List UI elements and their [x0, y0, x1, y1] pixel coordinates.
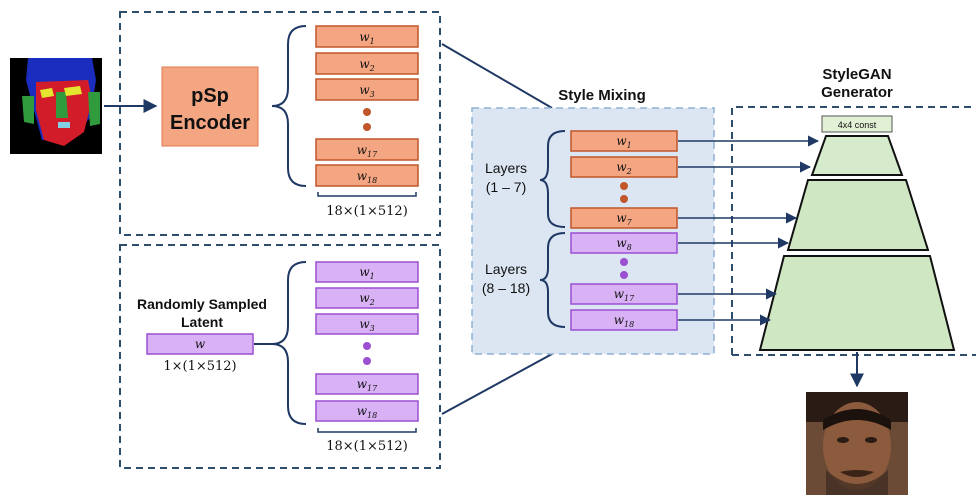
random-stack-dims: 18×(1×512): [326, 439, 408, 454]
latent-w1: w1: [315, 261, 419, 283]
svg-text:w: w: [195, 337, 206, 351]
style-mixing-title: Style Mixing: [558, 87, 646, 104]
mix-latent-w7: w7: [570, 207, 678, 229]
generator-block-1: [810, 135, 904, 176]
mixing-latent-stack: w1 w2 w7 w8 w17 w18: [570, 130, 678, 331]
encoder-stack-dims: 18×(1×512): [326, 204, 408, 219]
layers-a-brace: [539, 130, 566, 228]
svg-text:w1: w1: [359, 30, 374, 46]
ellipsis-dot: [620, 182, 628, 190]
mix-latent-w18: w18: [570, 309, 678, 331]
svg-text:w17: w17: [357, 377, 378, 393]
svg-text:w2: w2: [359, 57, 374, 73]
svg-text:w18: w18: [614, 313, 634, 329]
encoder-stack-dim-bracket: [317, 192, 417, 197]
random-brace: [271, 261, 307, 425]
ellipsis-dot: [363, 357, 371, 365]
generated-face-image: [806, 392, 908, 495]
generator-section-box: [731, 106, 976, 355]
svg-text:w17: w17: [357, 143, 378, 159]
generator-block-3: [758, 255, 956, 351]
layers-group-a-range: (1 – 7): [486, 179, 526, 195]
latent-w2: w2: [315, 52, 419, 75]
svg-text:4x4 const: 4x4 const: [838, 120, 877, 130]
ellipsis-dot: [620, 271, 628, 279]
latent-w18: w18: [315, 400, 419, 422]
encoder-brace: [271, 25, 307, 187]
generator-block-2: [786, 179, 930, 251]
svg-text:w18: w18: [357, 404, 377, 420]
ellipsis-dot: [620, 258, 628, 266]
encoder-latent-stack: w1 w2 w3 w17 w18: [315, 25, 419, 187]
const-input-block: 4x4 const: [821, 115, 893, 133]
latent-w3: w3: [315, 313, 419, 335]
layers-group-b-label: Layers: [485, 261, 527, 277]
generator-title-line1: StyleGAN: [822, 66, 891, 83]
ellipsis-dot: [363, 342, 371, 350]
latent-w3: w3: [315, 78, 419, 101]
svg-text:w8: w8: [616, 236, 631, 252]
latent-w17: w17: [315, 373, 419, 395]
layers-group-a-label: Layers: [485, 160, 527, 176]
random-latent-stack: w1 w2 w3 w17 w18: [315, 261, 419, 422]
svg-text:w18: w18: [357, 169, 377, 185]
ellipsis-dot: [620, 195, 628, 203]
svg-text:w7: w7: [616, 211, 632, 227]
latent-w18: w18: [315, 164, 419, 187]
random-latent-w: w: [146, 333, 254, 355]
ellipsis-dot: [363, 123, 371, 131]
mix-latent-w1: w1: [570, 130, 678, 152]
ellipsis-dot: [363, 108, 371, 116]
svg-text:w2: w2: [359, 291, 374, 307]
random-stack-dim-bracket: [317, 428, 417, 433]
layers-group-b-range: (8 – 18): [482, 280, 530, 296]
random-to-mixing-line: [441, 353, 553, 415]
random-latent-section-box: [119, 244, 441, 469]
svg-text:w3: w3: [359, 83, 374, 99]
mix-latent-w2: w2: [570, 156, 678, 178]
generator-title-line2: Generator: [821, 84, 893, 101]
svg-text:w2: w2: [616, 160, 631, 176]
mix-latent-w17: w17: [570, 283, 678, 305]
layers-b-brace: [539, 232, 566, 328]
svg-text:w3: w3: [359, 317, 374, 333]
latent-w2: w2: [315, 287, 419, 309]
latent-w1: w1: [315, 25, 419, 48]
psp-encoder-block: pSp Encoder: [161, 66, 259, 147]
svg-text:w17: w17: [614, 287, 635, 303]
encoder-label-line2: Encoder: [170, 112, 250, 134]
svg-text:w1: w1: [616, 134, 631, 150]
encoder-label-line1: pSp: [191, 85, 229, 107]
encoder-section-box: [119, 11, 441, 236]
mix-latent-w8: w8: [570, 232, 678, 254]
random-latent-dims: 1×(1×512): [163, 359, 236, 374]
random-latent-label-line2: Latent: [181, 314, 223, 330]
random-latent-label-line1: Randomly Sampled: [137, 296, 267, 312]
svg-text:w1: w1: [359, 265, 374, 281]
encoder-to-mixing-line: [441, 43, 553, 109]
latent-w17: w17: [315, 138, 419, 161]
segmentation-input-image: [10, 58, 102, 154]
